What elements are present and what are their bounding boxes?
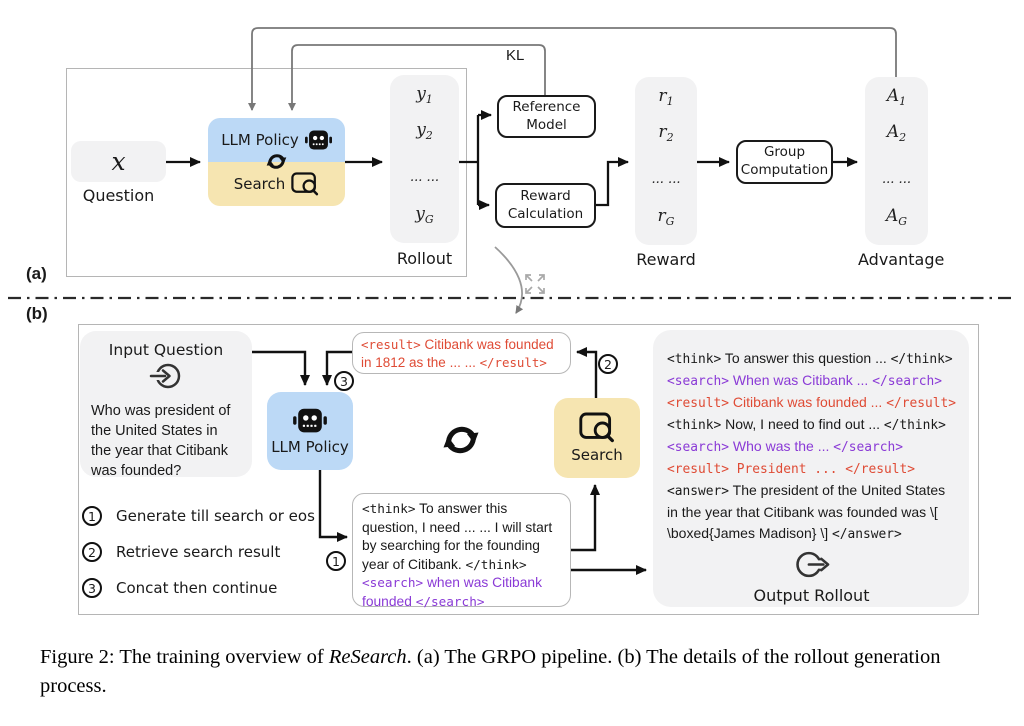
output-line-think-1: <think> To answer this question ... </th… <box>667 350 953 367</box>
advantage-column: A1 A2 ... ... AG <box>865 77 928 245</box>
advantage-A1: A1 <box>886 86 907 108</box>
cycle-refresh-icon <box>443 426 479 454</box>
rollout-y1: y1 <box>416 84 433 106</box>
step-1: 1 Generate till search or eos <box>82 506 315 526</box>
advantage-AG: AG <box>885 206 908 228</box>
reward-r1: r1 <box>658 86 674 108</box>
think-speech-box: <think> To answer this question, I need … <box>352 493 571 609</box>
reward-column: r1 r2 ... ... rG <box>635 77 697 245</box>
step-3: 3 Concat then continue <box>82 578 277 598</box>
result-speech-box: <result> Citibank was founded in 1812 as… <box>352 332 571 374</box>
robot-icon <box>293 408 327 432</box>
search-half: Search <box>208 162 345 206</box>
search-icon <box>291 172 319 196</box>
expand-icon <box>525 274 545 294</box>
reference-model-box: Reference Model <box>497 95 596 138</box>
rollout-y2: y2 <box>416 120 433 142</box>
reward-dots: ... ... <box>651 172 681 187</box>
feedback-lines <box>248 27 897 111</box>
search-icon <box>579 412 614 443</box>
question-symbol: x <box>111 147 126 176</box>
advantage-A2: A2 <box>886 122 907 144</box>
search-label: Search <box>233 175 286 193</box>
rollout-column: y1 y2 ... ... yG <box>390 75 459 243</box>
input-question-box: Input Question Who was president of the … <box>80 331 252 479</box>
rollout-dots: ... ... <box>410 170 439 185</box>
input-arrow-icon <box>149 363 181 389</box>
output-line-result-1: <result> Citibank was founded ... </resu… <box>667 394 956 411</box>
robot-icon <box>304 130 332 150</box>
output-line-result-2: <result> President ... </result> <box>667 462 916 477</box>
panel-b-label: (b) <box>26 304 48 323</box>
figure-caption: Figure 2: The training overview of ReSea… <box>40 646 941 697</box>
kl-label: KL <box>506 47 525 64</box>
input-question-text: Who was president of the United States i… <box>91 403 231 479</box>
llm-policy-half: LLM Policy <box>208 118 345 162</box>
question-x-box: x <box>71 141 166 182</box>
step-2: 2 Retrieve search result <box>82 542 280 562</box>
panel-a-label: (a) <box>26 264 47 283</box>
reward-calculation-box: Reward Calculation <box>495 183 596 228</box>
output-arrow-icon <box>795 551 830 578</box>
zoom-into-detail-arrow <box>494 246 524 314</box>
panel-b-arrows <box>252 347 647 575</box>
panel-a-arrows <box>166 110 858 210</box>
llm-policy-label-b: LLM Policy <box>271 437 349 456</box>
output-line-think-2: <think> Now, I need to find out ... </th… <box>667 416 946 433</box>
rollout-yG: yG <box>415 204 434 226</box>
search-box-b: Search <box>554 398 640 478</box>
panel-b-frame <box>78 324 979 615</box>
step-2-badge: 2 <box>82 542 102 562</box>
step-1-badge: 1 <box>82 506 102 526</box>
output-footer: Output Rollout <box>667 545 956 605</box>
group-computation-box: Group Computation <box>736 140 833 184</box>
advantage-label: Advantage <box>858 250 945 269</box>
reward-r2: r2 <box>658 122 674 144</box>
rollout-label: Rollout <box>396 249 453 268</box>
search-label-b: Search <box>571 446 623 464</box>
output-line-answer: <answer> The president of the United Sta… <box>667 482 946 542</box>
output-line-search-2: <search> Who was the ... </search> <box>667 438 904 455</box>
llm-policy-search-box: LLM Policy Search <box>208 118 345 206</box>
llm-policy-box-b: LLM Policy <box>267 392 353 470</box>
caption-italic-title: ReSearch <box>328 646 407 668</box>
llm-policy-label: LLM Policy <box>221 131 299 149</box>
output-rollout-box: <think> To answer this question ... </th… <box>653 330 969 607</box>
step-2-text: Retrieve search result <box>116 543 281 561</box>
refresh-icon <box>266 154 287 169</box>
output-line-search-1: <search> When was Citibank ... </search> <box>667 372 942 389</box>
output-rollout-label: Output Rollout <box>753 586 870 605</box>
step-3-badge: 3 <box>82 578 102 598</box>
step-1-text: Generate till search or eos <box>116 507 315 525</box>
input-question-title: Input Question <box>108 341 224 359</box>
reward-label: Reward <box>636 250 696 269</box>
advantage-dots: ... ... <box>882 172 911 187</box>
badge-1: 1 <box>326 551 346 571</box>
badge-2: 2 <box>598 354 618 374</box>
reward-rG: rG <box>657 206 675 228</box>
step-3-text: Concat then continue <box>116 579 278 597</box>
question-label: Question <box>82 186 155 205</box>
panel-a-frame <box>66 68 467 277</box>
badge-3: 3 <box>334 371 354 391</box>
